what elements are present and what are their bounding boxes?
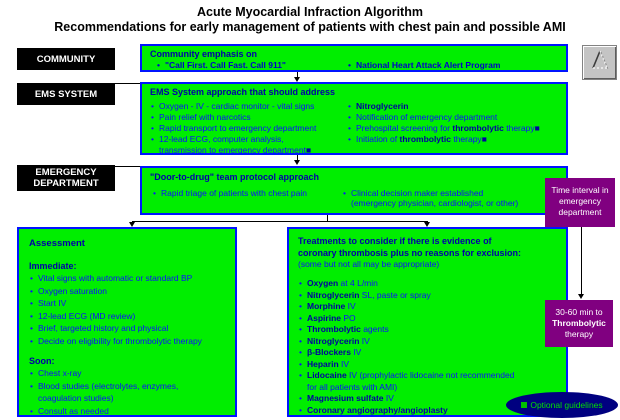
list-item: Prehospital screening for thrombolytic t… (347, 123, 565, 134)
list-item: Coronary angiography/angioplasty (298, 405, 560, 417)
list-item: Notification of emergency department (347, 112, 565, 123)
assessment-soon-list: Chest x-rayBlood studies (electrolytes, … (29, 367, 227, 417)
list-item: Blood studies (electrolytes, enzymes,coa… (29, 380, 227, 405)
list-item: Rapid transport to emergency department (150, 123, 346, 134)
ems-left-list: Oxygen - IV - cardiac monitor - vital si… (150, 101, 346, 156)
list-item: 12-lead ECG (MD review) (29, 310, 227, 323)
connector-ems-ed (297, 155, 298, 161)
list-item: Vital signs with automatic or standard B… (29, 272, 227, 285)
connector-tick-ed (115, 166, 140, 167)
assessment-immediate-list: Vital signs with automatic or standard B… (29, 272, 227, 347)
optional-guidelines-legend: Optional guidelines (506, 392, 618, 418)
stage-label-community: COMMUNITY (17, 48, 115, 70)
treatments-box: Treatments to consider if there is evide… (287, 227, 568, 417)
assessment-title: Assessment (29, 238, 85, 249)
assessment-box: Assessment Immediate: Vital signs with a… (17, 227, 237, 417)
optional-marker-icon (521, 402, 528, 408)
community-box: Community emphasis on "Call First. Call … (140, 44, 568, 72)
connector-ed-stub (327, 215, 328, 222)
assessment-heading-soon: Soon: (29, 356, 55, 366)
list-item: Oxygen at 4 L/min (298, 278, 560, 290)
assessment-heading-immediate: Immediate: (29, 261, 77, 271)
time-interval-note: Time interval in emergency department (545, 178, 615, 227)
community-bullet-call-911: "Call First. Call Fast. Call 911" (156, 60, 286, 70)
emergency-department-box: "Door-to-drug" team protocol approach Ra… (140, 166, 568, 215)
list-item: Heparin IV (298, 359, 560, 371)
stage-label-emergency-department: EMERGENCY DEPARTMENT (17, 165, 115, 191)
ed-bullet-triage: Rapid triage of patients with chest pain (152, 188, 307, 198)
list-item: Initiation of thrombolytic therapy■ (347, 134, 565, 145)
list-item: Oxygen - IV - cardiac monitor - vital si… (150, 101, 346, 112)
arrowhead-ems-ed (294, 160, 300, 165)
arrowhead-assessment (129, 222, 135, 227)
connector-time-therapy (581, 227, 582, 294)
ems-box: EMS System approach that should address … (140, 82, 568, 155)
community-header: Community emphasis on (150, 49, 258, 59)
arrowhead-community-ems (294, 77, 300, 82)
list-item: Chest x-ray (29, 367, 227, 380)
stage-label-ems-system: EMS SYSTEM (17, 83, 115, 105)
list-item: Start IV (29, 297, 227, 310)
list-item: Magnesium sulfate IV (298, 393, 560, 405)
arrowhead-treatments (424, 222, 430, 227)
community-bullet-alert-program: National Heart Attack Alert Program (347, 60, 500, 70)
list-item: Lidocaine IV (prophylactic lidocaine not… (298, 370, 560, 393)
page-title: Acute Myocardial Infraction Algorithm (197, 5, 423, 19)
list-item: β-Blockers IV (298, 347, 560, 359)
list-item: Aspirine PO (298, 313, 560, 325)
legend-label: Optional guidelines (530, 400, 603, 410)
ems-header: EMS System approach that should address (150, 87, 336, 97)
list-item: 12-lead ECG, computer analysis,transmiss… (150, 134, 346, 156)
treatments-header: Treatments to consider if there is evide… (298, 236, 522, 258)
list-item: Nitroglycerin (347, 101, 565, 112)
treatments-subheader: (some but not all may be appropriate) (298, 259, 440, 269)
connector-tick-ems (115, 83, 140, 84)
ed-bullet-decision-maker: Clinical decision maker established(emer… (342, 188, 575, 208)
ed-header: "Door-to-drug" team protocol approach (150, 172, 320, 182)
list-item: Pain relief with narcotics (150, 112, 346, 123)
connector-ed-split (132, 221, 428, 222)
page-subtitle: Recommendations for early management of … (54, 20, 566, 34)
treatments-list: Oxygen at 4 L/minNitroglycerin SL, paste… (298, 278, 560, 416)
list-item: Morphine IV (298, 301, 560, 313)
triangle-icon (589, 48, 611, 77)
list-item: Nitroglycerin SL, paste or spray (298, 290, 560, 302)
list-item: Nitroglycerin IV (298, 336, 560, 348)
list-item: Brief, targeted history and physical (29, 322, 227, 335)
list-item: Decide on eligibility for thrombolytic t… (29, 335, 227, 348)
list-item: Consult as needed (29, 405, 227, 418)
triangle-button[interactable] (582, 45, 617, 80)
connector-community-ems (297, 72, 298, 78)
ems-right-list: NitroglycerinNotification of emergency d… (347, 101, 565, 145)
list-item: Thrombolytic agents (298, 324, 560, 336)
arrowhead-therapy (578, 294, 584, 299)
list-item: Oxygen saturation (29, 285, 227, 298)
